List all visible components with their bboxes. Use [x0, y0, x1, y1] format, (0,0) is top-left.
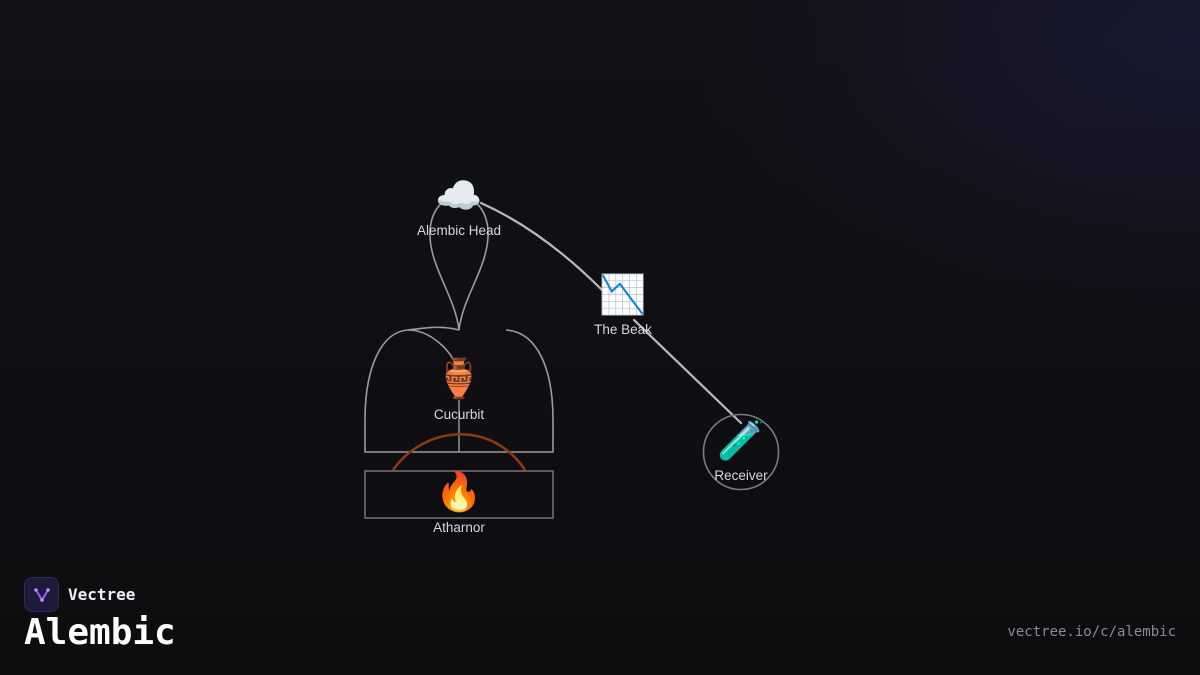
chart-decreasing-icon: 📉: [599, 273, 646, 317]
fire-icon: 🔥: [435, 470, 482, 514]
node-label: Cucurbit: [434, 407, 485, 422]
brand[interactable]: Vectree: [24, 577, 135, 612]
cloud-icon: ☁️: [435, 174, 482, 218]
node-receiver[interactable]: 🧪 Receiver: [714, 419, 768, 484]
beak-tube-lower: [632, 318, 743, 425]
cucurbit-neck-left: [407, 329, 460, 373]
node-label: The Beak: [594, 322, 652, 337]
node-label: Receiver: [714, 468, 768, 483]
node-label: Alembic Head: [417, 223, 501, 238]
athanor-box: [364, 470, 554, 519]
node-atharnor[interactable]: 🔥 Atharnor: [433, 470, 485, 536]
node-label: Atharnor: [433, 520, 485, 535]
head-outline: [429, 195, 489, 331]
node-the-beak[interactable]: 📉 The Beak: [594, 273, 652, 338]
fire-arc: [391, 433, 527, 471]
brand-name: Vectree: [68, 585, 136, 604]
node-alembic-head[interactable]: ☁️ Alembic Head: [417, 174, 501, 239]
node-cucurbit[interactable]: 🏺 Cucurbit: [434, 357, 485, 423]
page-url[interactable]: vectree.io/c/alembic: [1007, 624, 1176, 640]
vectree-logo-icon: [24, 577, 59, 612]
beak-tube-upper: [479, 201, 604, 292]
cucurbit-outline: [364, 326, 554, 453]
amphora-icon: 🏺: [435, 357, 482, 401]
receiver-circle: [702, 413, 780, 491]
page-title: Alembic: [24, 612, 176, 653]
test-tube-icon: 🧪: [717, 419, 764, 463]
